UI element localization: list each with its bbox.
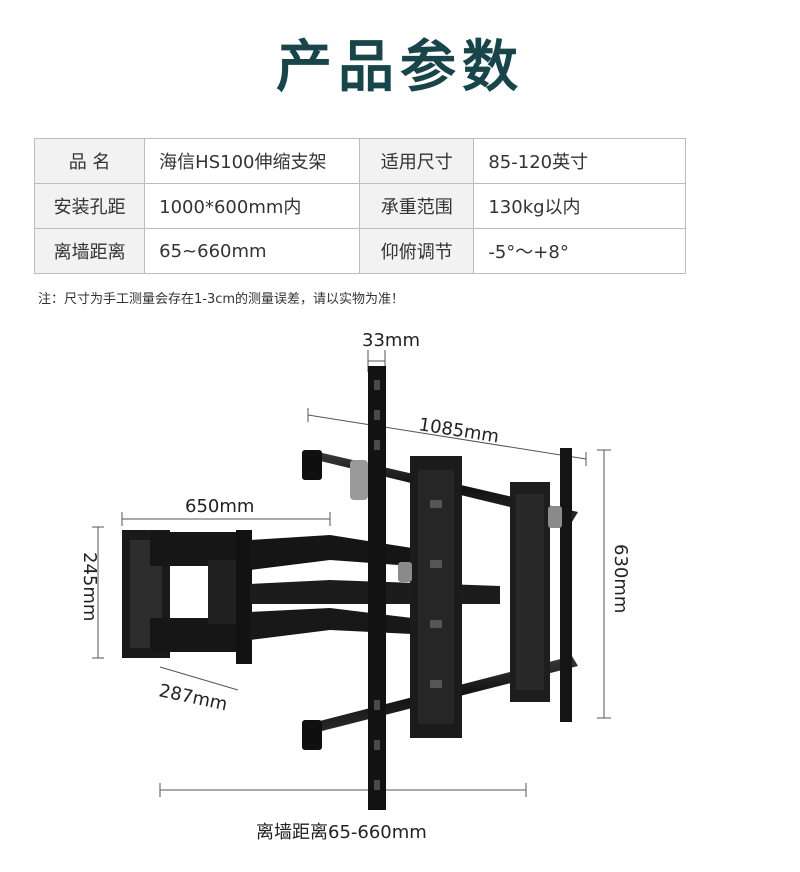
table-row: 安装孔距 1000*600mm内 承重范围 130kg以内	[33, 183, 686, 229]
dimension-label: 245mm	[79, 552, 100, 621]
dimension-label: 1085mm	[417, 414, 500, 447]
spec-key: 安装孔距	[33, 183, 146, 229]
spec-key: 适用尺寸	[359, 138, 475, 184]
spec-key: 承重范围	[359, 183, 475, 229]
spec-key: 仰俯调节	[359, 228, 475, 274]
spec-key: 离墙距离	[33, 228, 146, 274]
dimension-label: 287mm	[157, 680, 229, 715]
dimension-label: 33mm	[362, 330, 420, 351]
page-title: 产品参数	[276, 35, 524, 100]
spec-value: 65~660mm	[144, 228, 361, 274]
spec-value: -5°～+8°	[473, 228, 686, 274]
dimension-label: 650mm	[185, 496, 254, 517]
table-row: 品 名 海信HS100伸缩支架 适用尺寸 85-120英寸	[33, 138, 686, 184]
spec-value: 130kg以内	[473, 183, 686, 229]
wall-distance-label: 离墙距离65-660mm	[256, 822, 427, 843]
spec-value: 海信HS100伸缩支架	[144, 138, 361, 184]
dimension-label: 630mm	[610, 544, 631, 613]
measurement-note: 注：尺寸为手工测量会存在1-3cm的测量误差，请以实物为准！	[38, 292, 405, 307]
bracket-diagram: 33mm 1085mm 650mm 245mm 287mm 630mm 离墙距离…	[79, 330, 631, 843]
table-row: 离墙距离 65~660mm 仰俯调节 -5°～+8°	[33, 228, 686, 274]
spec-value: 1000*600mm内	[144, 183, 361, 229]
spec-value: 85-120英寸	[473, 138, 686, 184]
spec-key: 品 名	[33, 138, 146, 184]
spec-table: 品 名 海信HS100伸缩支架 适用尺寸 85-120英寸 安装孔距 1000*…	[33, 138, 686, 274]
bracket-illustration	[122, 366, 578, 810]
dimension-lines	[92, 350, 611, 797]
